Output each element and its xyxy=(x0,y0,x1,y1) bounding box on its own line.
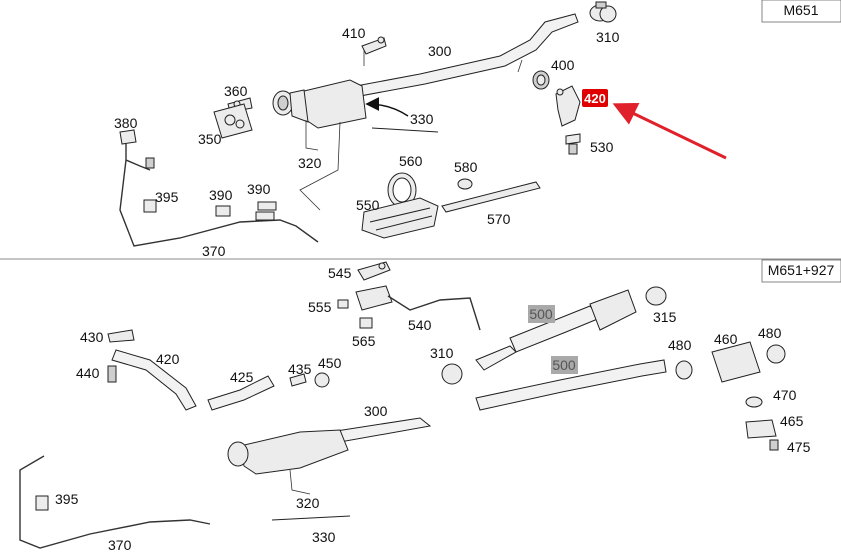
callout-500-a: 500 xyxy=(529,306,553,322)
section-tag-box-2 xyxy=(761,259,841,283)
clip-390-b xyxy=(255,201,277,221)
section-m651: M651 xyxy=(114,0,841,259)
section-m651-927: M651+927 xyxy=(19,259,841,553)
callout-530: 530 xyxy=(590,139,614,155)
section-tag-2: M651+927 xyxy=(768,262,835,278)
pipe-420 xyxy=(111,349,197,411)
pipe-300-lower xyxy=(328,417,432,443)
callout-470: 470 xyxy=(773,387,797,403)
arrow-330 xyxy=(365,97,409,117)
clip-390-a xyxy=(215,205,231,217)
callout-400: 400 xyxy=(551,57,575,73)
callout-410: 410 xyxy=(342,25,366,41)
sensor-module xyxy=(355,285,393,311)
callout-330-b: 330 xyxy=(312,529,336,545)
bracket-420 xyxy=(555,85,581,127)
callout-320: 320 xyxy=(298,155,322,171)
clamp-310 xyxy=(589,1,617,23)
section-tag-box xyxy=(761,0,841,23)
part-465 xyxy=(745,419,777,439)
particle-filter-assembly xyxy=(272,79,367,129)
callout-430: 430 xyxy=(80,329,104,345)
callout-370-b: 370 xyxy=(108,537,132,553)
callout-465: 465 xyxy=(780,413,804,429)
dpf-lower xyxy=(239,429,349,475)
clamp-480-a xyxy=(675,360,693,380)
clamp-315 xyxy=(645,286,667,306)
line-330-lower xyxy=(271,515,351,521)
hose-425 xyxy=(207,375,275,411)
callout-565: 565 xyxy=(352,333,376,349)
gray-label-box-500-a xyxy=(528,305,555,323)
bolt-475 xyxy=(769,439,779,451)
callout-435: 435 xyxy=(288,361,312,377)
callout-300: 300 xyxy=(428,43,452,59)
callout-380: 380 xyxy=(114,115,138,131)
callout-395: 395 xyxy=(155,189,179,205)
clamp-450 xyxy=(314,372,330,388)
callout-550: 550 xyxy=(356,197,380,213)
clamp-580 xyxy=(457,178,473,190)
callout-545: 545 xyxy=(328,265,352,281)
callout-390-a: 390 xyxy=(209,187,233,203)
bolt-530 xyxy=(565,133,581,155)
callout-570: 570 xyxy=(487,211,511,227)
spring-470 xyxy=(745,396,763,408)
exhaust-pipe-300 xyxy=(355,13,579,97)
section-tag: M651 xyxy=(783,2,818,18)
callout-395-b: 395 xyxy=(55,491,79,507)
callout-540: 540 xyxy=(408,317,432,333)
callout-460: 460 xyxy=(714,331,738,347)
callout-330: 330 xyxy=(410,111,434,127)
clamp-310-b xyxy=(441,363,463,385)
sensor-harness-380 xyxy=(119,129,319,247)
heat-shield-550 xyxy=(361,197,439,239)
sensor-cable-540 xyxy=(387,295,481,331)
callout-350: 350 xyxy=(198,131,222,147)
heat-shield-570 xyxy=(441,181,541,213)
callout-370: 370 xyxy=(202,243,226,259)
highlight-arrow xyxy=(612,102,727,160)
rubber-mount-400 xyxy=(517,59,550,90)
callout-580: 580 xyxy=(454,159,478,175)
screw-435 xyxy=(289,373,307,387)
callout-310: 310 xyxy=(596,29,620,45)
callout-450: 450 xyxy=(318,355,342,371)
sensor-line-320 xyxy=(305,120,319,151)
callout-480-a: 480 xyxy=(668,337,692,353)
bracket-410 xyxy=(361,36,387,66)
gasket-430 xyxy=(107,329,135,343)
callout-320-b: 320 xyxy=(296,495,320,511)
component-460 xyxy=(711,341,761,383)
sensor-line-330 xyxy=(371,127,439,133)
callout-420: 420 xyxy=(156,351,180,367)
gasket-350 xyxy=(213,103,253,139)
callout-300-b: 300 xyxy=(364,403,388,419)
callout-360: 360 xyxy=(224,83,248,99)
callout-500-b: 500 xyxy=(552,357,576,373)
highlight-box-420 xyxy=(582,89,608,107)
harness-370 xyxy=(19,455,211,549)
gray-label-box-500-b xyxy=(551,356,578,374)
callout-425: 425 xyxy=(230,369,254,385)
callout-555: 555 xyxy=(308,299,332,315)
clamp-480-b xyxy=(766,344,786,364)
callout-560: 560 xyxy=(399,153,423,169)
callout-475: 475 xyxy=(787,439,811,455)
callout-390-b: 390 xyxy=(247,181,271,197)
callout-315: 315 xyxy=(653,309,677,325)
callout-420-highlight: 420 xyxy=(584,91,606,106)
sensor-440 xyxy=(107,365,117,383)
pipe-500-lower xyxy=(475,359,667,411)
callout-440: 440 xyxy=(76,365,100,381)
callout-480-b: 480 xyxy=(758,325,782,341)
callout-310-b: 310 xyxy=(430,345,454,361)
